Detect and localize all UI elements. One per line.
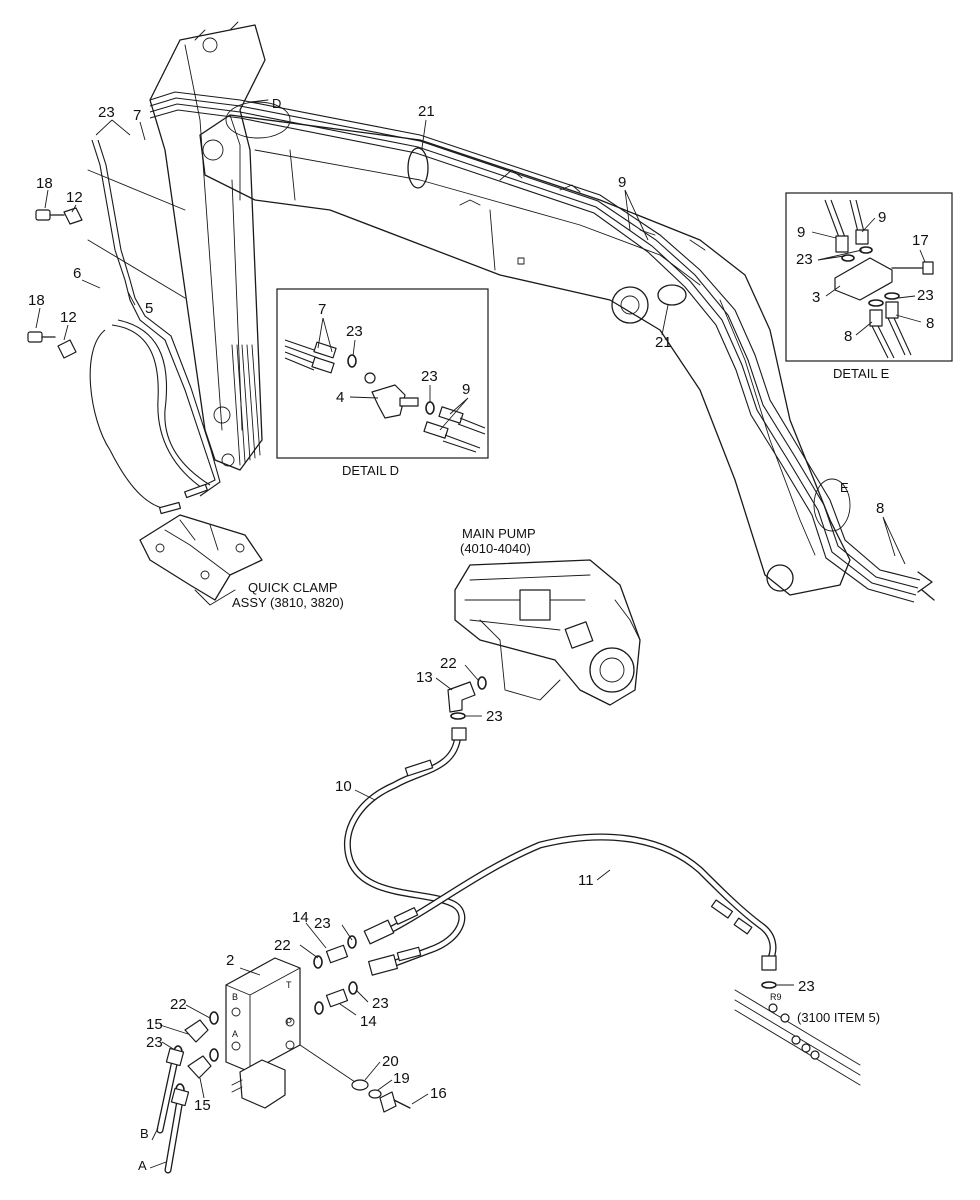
valve-bolt-set [299, 1044, 411, 1113]
ref-3100-caption: (3100 ITEM 5) [797, 1010, 880, 1025]
callout-labels: 23 7 18 12 6 5 18 12 21 9 21 8 7 23 4 23… [28, 103, 934, 1114]
valve-adapters [313, 935, 358, 1015]
callout-5: 5 [145, 300, 153, 317]
callout-23-detail-d-a: 23 [346, 323, 363, 340]
detail-d-caption: DETAIL D [342, 463, 399, 478]
callout-23-arm-top: 23 [98, 104, 115, 121]
port-t-marker: T [286, 980, 292, 990]
detail-d-parts [284, 339, 486, 453]
quick-clamp-caption-line1: QUICK CLAMP [248, 580, 338, 595]
main-pump-caption-line1: MAIN PUMP [462, 526, 536, 541]
callout-23-detail-d-b: 23 [421, 368, 438, 385]
callout-23-mount: 23 [798, 978, 815, 995]
leader-lines [35, 119, 926, 1105]
callout-23-pump: 23 [486, 708, 503, 725]
callout-8-boom: 8 [876, 500, 884, 517]
detail-e-caption: DETAIL E [833, 366, 890, 381]
pipe-break-symbol [917, 571, 935, 601]
bolt-bracket-lower [27, 331, 77, 359]
callout-4: 4 [336, 389, 344, 406]
tee-fitting [447, 676, 487, 720]
callout-14-upper: 14 [292, 909, 309, 926]
valve-block [225, 957, 301, 1109]
callout-9-detail-d: 9 [462, 381, 470, 398]
callout-21-upper: 21 [418, 103, 435, 120]
hoses-a-b [149, 1047, 190, 1174]
callout-23-detail-e-left: 23 [796, 251, 813, 268]
callout-9-detail-e-left: 9 [797, 224, 805, 241]
callout-23-valve-left: 23 [146, 1034, 163, 1051]
callout-15-upper: 15 [146, 1016, 163, 1033]
hose-10 [343, 727, 467, 976]
callout-16: 16 [430, 1085, 447, 1102]
callout-12-lower: 12 [60, 309, 77, 326]
main-pump [454, 559, 641, 706]
callout-7-arm-top: 7 [133, 107, 141, 124]
callout-18-lower: 18 [28, 292, 45, 309]
arm [149, 21, 266, 471]
callout-21-lower: 21 [655, 334, 672, 351]
callout-3: 3 [812, 289, 820, 306]
callout-9-detail-e-right: 9 [878, 209, 886, 226]
callout-7-detail-d: 7 [318, 301, 326, 318]
callout-15-lower: 15 [194, 1097, 211, 1114]
detail-d-box [276, 288, 489, 459]
callout-22-valve-left: 22 [170, 996, 187, 1013]
port-b-marker: B [232, 992, 238, 1002]
hose-11 [363, 833, 777, 989]
callout-20: 20 [382, 1053, 399, 1070]
callout-6: 6 [73, 265, 81, 282]
detail-d-marker: D [272, 96, 281, 111]
callout-2: 2 [226, 952, 234, 969]
callout-18-upper: 18 [36, 175, 53, 192]
r9-marker: R9 [770, 992, 782, 1002]
callout-13: 13 [416, 669, 433, 686]
detail-e-marker: E [840, 480, 849, 495]
port-a-marker: A [232, 1029, 238, 1039]
quick-clamp-assembly [139, 514, 263, 606]
detail-markers: D E [225, 96, 851, 532]
callout-14-lower: 14 [360, 1013, 377, 1030]
callout-22-valve-upper: 22 [274, 937, 291, 954]
boom [199, 114, 851, 596]
mount-bracket [734, 989, 861, 1086]
callout-17: 17 [912, 232, 929, 249]
callout-23-detail-e-right: 23 [917, 287, 934, 304]
callout-9-boom: 9 [618, 174, 626, 191]
hose-b-marker: B [140, 1126, 149, 1141]
callout-10: 10 [335, 778, 352, 795]
port-p-marker: P [286, 1017, 292, 1027]
callout-12-upper: 12 [66, 189, 83, 206]
boom-pipes [149, 91, 921, 603]
valve-elbows [173, 1011, 219, 1097]
callout-19: 19 [393, 1070, 410, 1087]
callout-23-valve-upper: 23 [314, 915, 331, 932]
callout-22-pump: 22 [440, 655, 457, 672]
quick-clamp-caption-line2: ASSY (3810, 3820) [232, 595, 344, 610]
callout-8-detail-e-right: 8 [926, 315, 934, 332]
detail-e-parts [824, 199, 934, 359]
bolt-bracket-upper [35, 207, 83, 225]
hose-a-marker: A [138, 1158, 147, 1173]
pipe-clamps [407, 147, 687, 306]
arm-hoses [87, 139, 221, 515]
main-pump-caption-line2: (4010-4040) [460, 541, 531, 556]
callout-23-valve-lower: 23 [372, 995, 389, 1012]
callout-8-detail-e-left: 8 [844, 328, 852, 345]
callout-11: 11 [578, 872, 594, 889]
